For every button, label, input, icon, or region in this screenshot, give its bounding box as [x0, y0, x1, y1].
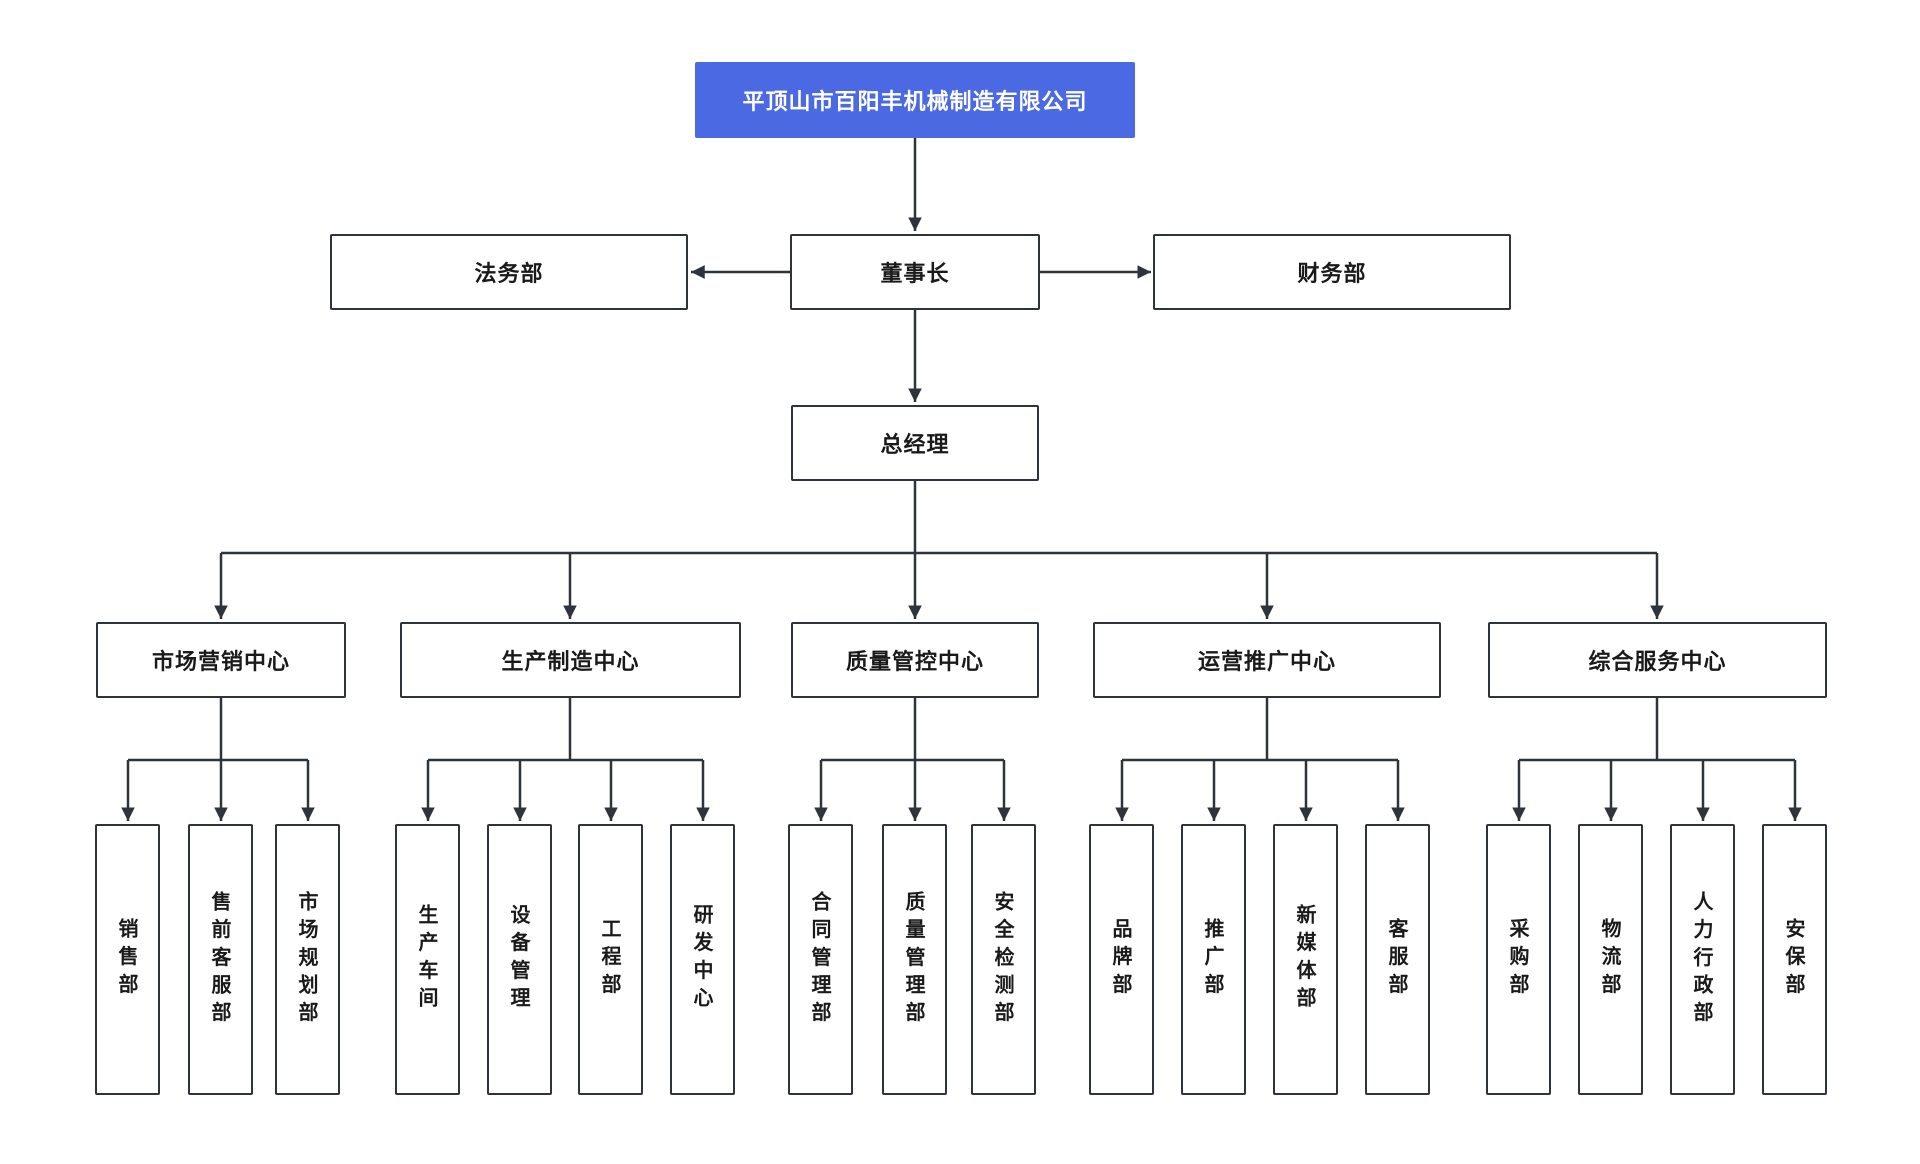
org-node-promotion-dept[interactable]: 推广部: [1181, 824, 1246, 1095]
org-node-services-center[interactable]: 综合服务中心: [1488, 622, 1827, 698]
org-node-new-media-dept[interactable]: 新媒体部: [1273, 824, 1338, 1095]
market-planning-dept-label: 市场规划部: [295, 890, 319, 1029]
org-node-finance-dept[interactable]: 财务部: [1153, 234, 1511, 310]
org-node-brand-dept[interactable]: 品牌部: [1089, 824, 1154, 1095]
hr-admin-dept-label: 人力行政部: [1690, 890, 1714, 1029]
org-node-production-workshop[interactable]: 生产车间: [395, 824, 460, 1095]
new-media-dept-label: 新媒体部: [1293, 904, 1317, 1015]
services-center-label: 综合服务中心: [1588, 650, 1727, 675]
finance-dept-label: 财务部: [1297, 262, 1367, 287]
org-node-quality-management-dept[interactable]: 质量管理部: [882, 824, 947, 1095]
org-node-sales-dept[interactable]: 销售部: [95, 824, 160, 1095]
org-node-security-dept[interactable]: 安保部: [1762, 824, 1827, 1095]
operations-center-label: 运营推广中心: [1197, 650, 1336, 675]
org-node-hr-admin-dept[interactable]: 人力行政部: [1670, 824, 1735, 1095]
presales-service-dept-label: 售前客服部: [208, 890, 232, 1029]
safety-inspection-dept-label: 安全检测部: [991, 890, 1015, 1029]
org-node-logistics-dept[interactable]: 物流部: [1578, 824, 1643, 1095]
logistics-dept-label: 物流部: [1598, 918, 1622, 1001]
org-node-equipment-management[interactable]: 设备管理: [487, 824, 552, 1095]
org-node-rd-center[interactable]: 研发中心: [670, 824, 735, 1095]
org-node-company-root[interactable]: 平顶山市百阳丰机械制造有限公司: [695, 62, 1135, 138]
org-node-chairman[interactable]: 董事长: [790, 234, 1040, 310]
org-node-presales-service-dept[interactable]: 售前客服部: [188, 824, 253, 1095]
org-node-quality-center[interactable]: 质量管控中心: [791, 622, 1039, 698]
engineering-dept-label: 工程部: [598, 918, 622, 1001]
marketing-center-label: 市场营销中心: [151, 650, 290, 675]
contract-management-dept-label: 合同管理部: [808, 890, 832, 1029]
org-node-procurement-dept[interactable]: 采购部: [1486, 824, 1551, 1095]
rd-center-label: 研发中心: [690, 904, 714, 1015]
quality-center-label: 质量管控中心: [845, 650, 984, 675]
quality-management-dept-label: 质量管理部: [902, 890, 926, 1029]
company-name-label: 平顶山市百阳丰机械制造有限公司: [742, 90, 1088, 115]
procurement-dept-label: 采购部: [1506, 918, 1530, 1001]
org-node-production-center[interactable]: 生产制造中心: [400, 622, 741, 698]
security-dept-label: 安保部: [1782, 918, 1806, 1001]
sales-dept-label: 销售部: [115, 918, 139, 1001]
production-workshop-label: 生产车间: [415, 904, 439, 1015]
general-manager-label: 总经理: [880, 433, 950, 458]
org-node-customer-service-dept[interactable]: 客服部: [1365, 824, 1430, 1095]
org-node-general-manager[interactable]: 总经理: [791, 405, 1039, 481]
legal-dept-label: 法务部: [474, 262, 544, 287]
equipment-management-label: 设备管理: [507, 904, 531, 1015]
brand-dept-label: 品牌部: [1109, 918, 1133, 1001]
org-node-operations-center[interactable]: 运营推广中心: [1093, 622, 1441, 698]
org-node-safety-inspection-dept[interactable]: 安全检测部: [971, 824, 1036, 1095]
org-node-legal-dept[interactable]: 法务部: [330, 234, 688, 310]
customer-service-dept-label: 客服部: [1385, 918, 1409, 1001]
promotion-dept-label: 推广部: [1201, 918, 1225, 1001]
org-node-engineering-dept[interactable]: 工程部: [578, 824, 643, 1095]
chairman-label: 董事长: [880, 262, 950, 287]
org-node-market-planning-dept[interactable]: 市场规划部: [275, 824, 340, 1095]
production-center-label: 生产制造中心: [501, 650, 640, 675]
org-node-marketing-center[interactable]: 市场营销中心: [96, 622, 346, 698]
org-node-contract-management-dept[interactable]: 合同管理部: [788, 824, 853, 1095]
